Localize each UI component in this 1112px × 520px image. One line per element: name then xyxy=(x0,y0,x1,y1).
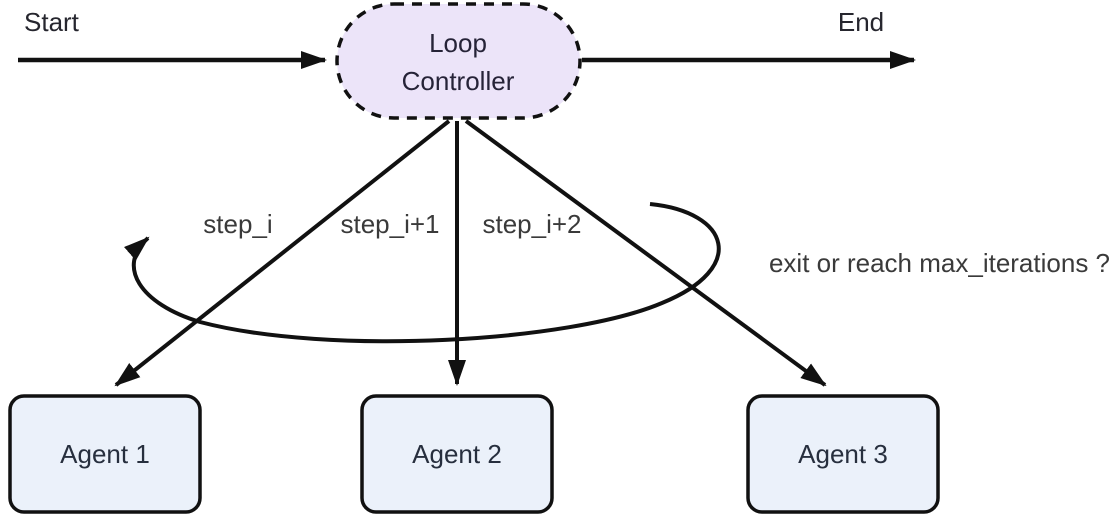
start-label: Start xyxy=(24,7,80,37)
agent1-label: Agent 1 xyxy=(60,439,150,469)
edge-label-step-i: step_i xyxy=(203,209,272,239)
agent1-node: Agent 1 xyxy=(8,394,202,514)
loop-controller-label-line2: Controller xyxy=(402,66,515,96)
agent3-node: Agent 3 xyxy=(746,394,940,514)
end-label: End xyxy=(838,7,884,37)
edge-label-step-i2: step_i+2 xyxy=(482,209,581,239)
loop-back-arc xyxy=(124,202,721,344)
agent3-box xyxy=(746,394,940,514)
agent3-label: Agent 3 xyxy=(798,439,888,469)
agent1-box xyxy=(8,394,202,514)
agent2-box xyxy=(360,394,554,514)
agent2-node: Agent 2 xyxy=(360,394,554,514)
edge-label-step-i1: step_i+1 xyxy=(340,209,439,239)
loop-controller-node xyxy=(335,2,582,120)
edge-controller-to-agent3 xyxy=(464,119,827,387)
loop-controller-label-line1: Loop xyxy=(429,28,487,58)
edge-controller-to-agent1 xyxy=(114,119,451,387)
agent2-label: Agent 2 xyxy=(412,439,502,469)
edge-label-loop-condition: exit or reach max_iterations ? xyxy=(769,248,1110,278)
